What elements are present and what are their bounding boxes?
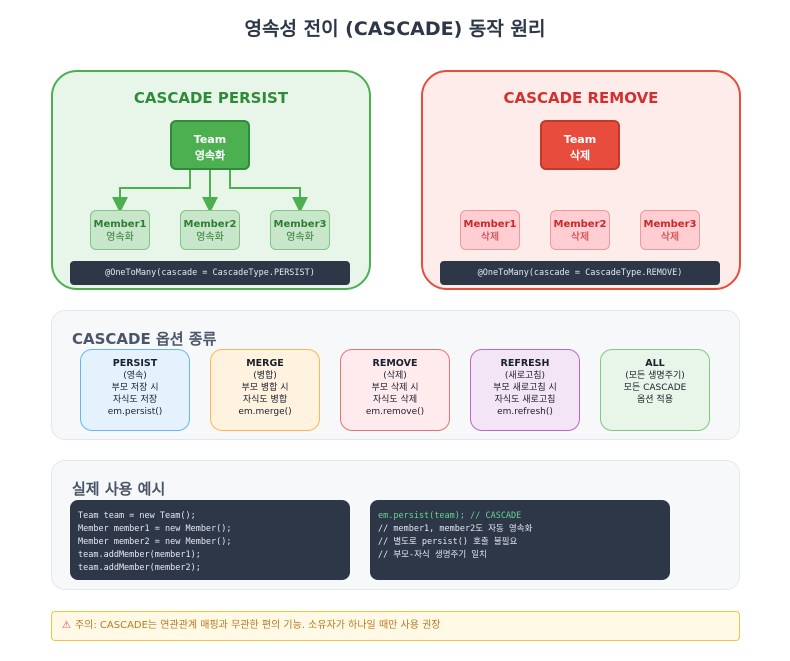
- persist-root-node: Team 영속화: [170, 120, 250, 170]
- code-line: team.addMember(member2);: [78, 563, 201, 573]
- child-name: Member2: [183, 219, 237, 230]
- option-line: 옵션 적용: [637, 395, 673, 405]
- persist-root-name: Team: [193, 133, 227, 146]
- option-line: 자식도 저장: [112, 395, 158, 405]
- warning-text: 주의: CASCADE는 연관관계 매핑과 무관한 편의 기능. 소유자가 하나…: [74, 620, 441, 631]
- option-line: 부모 병합 시: [241, 383, 289, 393]
- page-title: 영속성 전이 (CASCADE) 동작 원리: [244, 18, 546, 40]
- remove-child-member1: Member1 삭제: [460, 210, 520, 250]
- option-name: REMOVE: [372, 358, 418, 369]
- code-line: team.addMember(member1);: [78, 550, 201, 560]
- option-persist: PERSIST (영속) 부모 저장 시 자식도 저장 em.persist(): [80, 349, 190, 431]
- persist-child-member2: Member2 영속화: [180, 210, 240, 250]
- code-line: // 부모-자식 생명주기 일치: [378, 550, 487, 560]
- persist-child-member3: Member3 영속화: [270, 210, 330, 250]
- warning-icon: ⚠: [62, 620, 71, 631]
- option-line: 부모 저장 시: [111, 383, 159, 393]
- remove-root-node: Team 삭제: [540, 120, 620, 170]
- option-line: 자식도 병합: [242, 395, 288, 405]
- options-heading: CASCADE 옵션 종류: [72, 330, 217, 348]
- child-name: Member3: [273, 219, 327, 230]
- code-line: Member member1 = new Member();: [78, 524, 232, 534]
- option-remove: REMOVE (삭제) 부모 삭제 시 자식도 삭제 em.remove(): [340, 349, 450, 431]
- code-line: // 별도로 persist() 호출 불필요: [378, 537, 518, 547]
- child-name: Member2: [553, 219, 607, 230]
- option-line: em.merge(): [238, 407, 292, 417]
- child-state: 삭제: [570, 232, 590, 243]
- option-line: 부모 새로고침 시: [493, 383, 557, 393]
- persist-code: @OneToMany(cascade = CascadeType.PERSIST…: [70, 261, 350, 285]
- child-name: Member1: [463, 219, 517, 230]
- code-line-highlight: em.persist(team); // CASCADE: [378, 511, 522, 521]
- option-line: (영속): [123, 371, 147, 381]
- child-name: Member3: [643, 219, 697, 230]
- persist-child-member1: Member1 영속화: [90, 210, 150, 250]
- option-merge: MERGE (병합) 부모 병합 시 자식도 병합 em.merge(): [210, 349, 320, 431]
- remove-child-member3: Member3 삭제: [640, 210, 700, 250]
- persist-root-state: 영속화: [194, 149, 226, 162]
- option-all: ALL (모든 생명주기) 모든 CASCADE 옵션 적용: [600, 349, 710, 431]
- option-line: (새로고침): [504, 371, 546, 381]
- persist-heading: CASCADE PERSIST: [133, 89, 289, 107]
- example-code-left: Team team = new Team(); Member member1 = …: [70, 500, 350, 580]
- option-line: em.persist(): [107, 407, 163, 417]
- option-line: 부모 삭제 시: [371, 383, 419, 393]
- child-state: 영속화: [286, 232, 314, 243]
- remove-heading: CASCADE REMOVE: [503, 89, 659, 107]
- option-name: MERGE: [246, 358, 284, 369]
- child-state: 삭제: [480, 232, 500, 243]
- option-line: 모든 CASCADE: [623, 383, 687, 393]
- remove-root-state: 삭제: [569, 149, 591, 162]
- remove-panel: CASCADE REMOVE: [421, 70, 741, 290]
- code-line: Member member2 = new Member();: [78, 537, 232, 547]
- option-line: 자식도 새로고침: [494, 395, 556, 405]
- option-line: (병합): [253, 371, 277, 381]
- option-line: em.remove(): [365, 407, 425, 417]
- option-line: (모든 생명주기): [625, 371, 685, 381]
- code-line: Team team = new Team();: [78, 511, 196, 521]
- option-name: REFRESH: [500, 358, 550, 369]
- option-refresh: REFRESH (새로고침) 부모 새로고침 시 자식도 새로고침 em.ref…: [470, 349, 580, 431]
- option-line: em.refresh(): [497, 407, 553, 417]
- remove-child-member2: Member2 삭제: [550, 210, 610, 250]
- child-name: Member1: [93, 219, 147, 230]
- option-line: 자식도 삭제: [372, 395, 418, 405]
- warning-banner: ⚠주의: CASCADE는 연관관계 매핑과 무관한 편의 기능. 소유자가 하…: [51, 611, 740, 641]
- option-name: ALL: [645, 358, 665, 369]
- remove-code: @OneToMany(cascade = CascadeType.REMOVE): [440, 261, 720, 285]
- example-code-right: em.persist(team); // CASCADE // member1, …: [370, 500, 670, 580]
- example-heading: 실제 사용 예시: [72, 480, 166, 498]
- child-state: 삭제: [660, 232, 680, 243]
- child-state: 영속화: [196, 232, 224, 243]
- option-name: PERSIST: [112, 358, 158, 369]
- child-state: 영속화: [106, 232, 134, 243]
- remove-root-name: Team: [563, 133, 597, 146]
- option-line: (삭제): [383, 371, 407, 381]
- code-line: // member1, member2도 자동 영속화: [378, 524, 533, 534]
